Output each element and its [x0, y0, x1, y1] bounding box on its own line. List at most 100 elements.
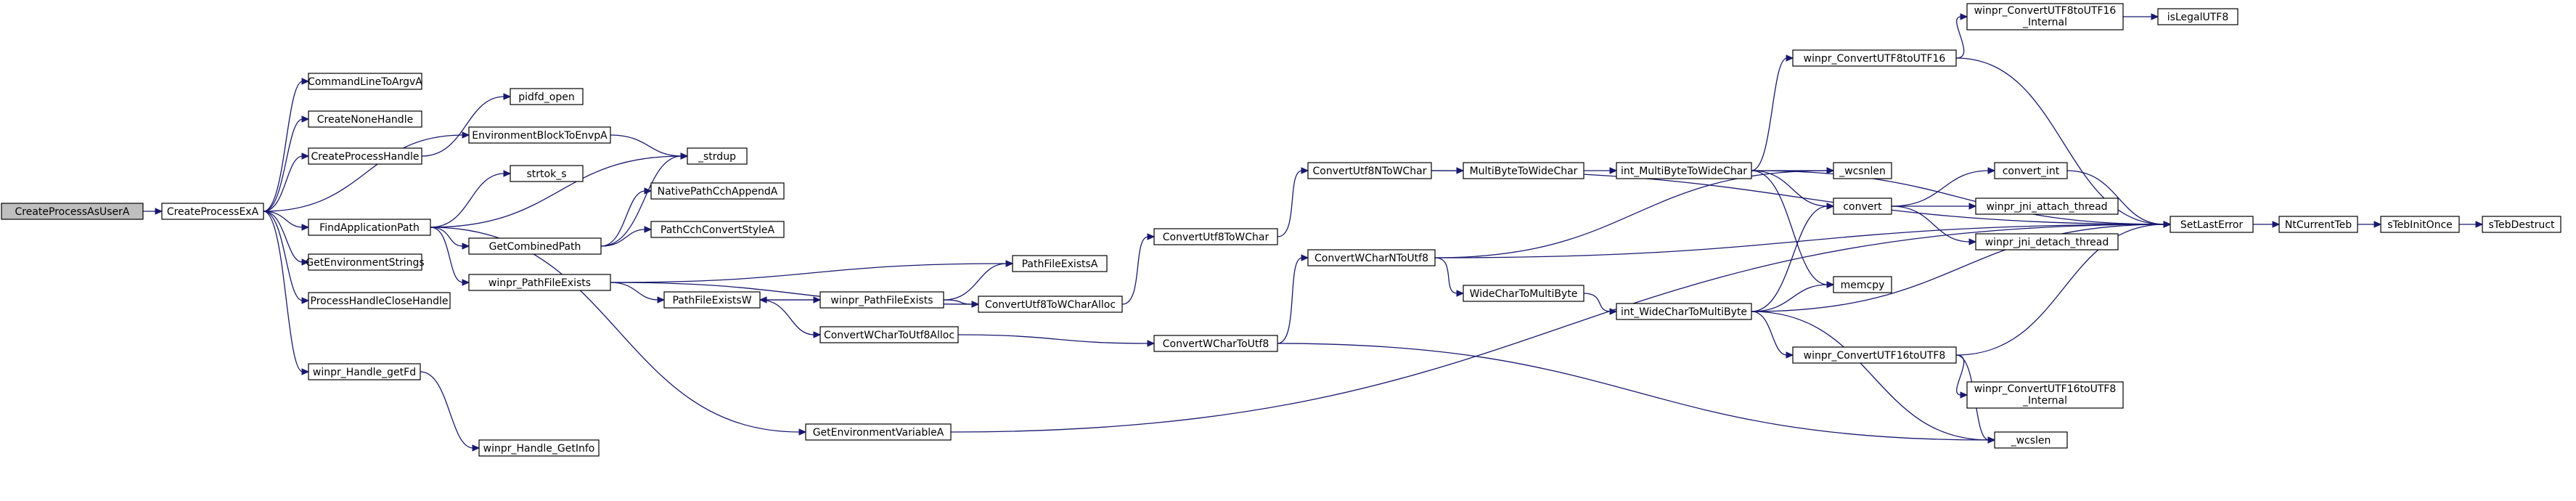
- node-box: [650, 182, 785, 200]
- node-box: [2482, 216, 2561, 233]
- edge: [950, 221, 2172, 433]
- node-label: convert_int: [2003, 166, 2060, 177]
- node-commandlinetoargva[interactable]: CommandLineToArgvA: [308, 73, 422, 90]
- node-strtok-s[interactable]: strtok_s: [510, 165, 584, 182]
- node-box: [1153, 228, 1278, 245]
- node-convert[interactable]: convert: [1833, 197, 1892, 215]
- node-pathfileexistsw[interactable]: PathFileExistsW: [663, 291, 761, 309]
- node-box: [161, 203, 264, 220]
- node-pathcchconvertstylea[interactable]: PathCchConvertStyleA: [650, 221, 785, 238]
- node-setlasterror[interactable]: SetLastError: [2170, 216, 2254, 233]
- node-label: winpr_Handle_getFd: [313, 367, 416, 378]
- edge: [1277, 254, 1309, 344]
- node-createprocessasusera[interactable]: CreateProcessAsUserA: [1, 203, 144, 220]
- node-multibytetowidechar[interactable]: MultiByteToWideChar: [1463, 162, 1585, 179]
- node-widechartomultibyte[interactable]: WideCharToMultiByte: [1463, 285, 1585, 302]
- node-box: [510, 165, 584, 182]
- node-ntcurrentteb[interactable]: NtCurrentTeb: [2278, 216, 2358, 233]
- node-int-multibytetowidechar[interactable]: int_MultiByteToWideChar: [1616, 162, 1752, 179]
- node-label: convert: [1843, 201, 1882, 213]
- node-getenvironmentstrings[interactable]: GetEnvironmentStrings: [306, 253, 425, 271]
- node-box: [1966, 381, 2124, 409]
- node-convertutf8ntowchar[interactable]: ConvertUtf8NToWChar: [1307, 162, 1432, 179]
- node-strdup[interactable]: _strdup: [687, 147, 748, 165]
- node-label: winpr_jni_attach_thread: [1986, 201, 2107, 213]
- node-memcpy[interactable]: memcpy: [1833, 276, 1892, 293]
- edge: [610, 134, 689, 160]
- node-int-widechartomultibyte[interactable]: int_WideCharToMultiByte: [1616, 303, 1752, 320]
- node-convertutf8towcharalloc[interactable]: ConvertUtf8ToWCharAlloc: [978, 296, 1123, 313]
- node-convert-int[interactable]: convert_int: [1994, 162, 2068, 179]
- node-winpr-convertutf16toutf8[interactable]: winpr_ConvertUTF16toUTF8: [1792, 346, 1957, 364]
- edge: [943, 299, 980, 308]
- node-label: CreateNoneHandle: [317, 114, 413, 126]
- edge: [1584, 167, 1618, 174]
- node-label: memcpy: [1841, 280, 1885, 291]
- edge: [1121, 233, 1156, 305]
- node-label: PathFileExistsA: [1022, 258, 1098, 270]
- edge: [2123, 13, 2159, 20]
- node-label: ConvertWCharToUtf8Alloc: [824, 330, 954, 341]
- node-convertwcharntoutf8[interactable]: ConvertWCharNToUtf8: [1307, 249, 1436, 266]
- node-islegalutf8[interactable]: isLegalUTF8: [2157, 8, 2238, 25]
- node-findapplicationpath[interactable]: FindApplicationPath: [308, 219, 431, 236]
- node-convertwchartoutf8[interactable]: ConvertWCharToUtf8: [1153, 335, 1278, 352]
- node-pidfd-open[interactable]: pidfd_open: [510, 88, 584, 105]
- node-box: [308, 363, 421, 380]
- node-wcslen[interactable]: _wcslen: [1994, 431, 2068, 449]
- node-label: GetCombinedPath: [489, 241, 581, 253]
- node-label: FindApplicationPath: [319, 222, 420, 234]
- node-box: [1833, 197, 1892, 215]
- node-box: [1833, 276, 1892, 293]
- node-box: [1833, 162, 1892, 179]
- edge: [1751, 170, 1835, 288]
- node-box: [978, 296, 1123, 313]
- node-createprocesshandle[interactable]: CreateProcessHandle: [308, 147, 422, 165]
- node-winpr-pathfileexists[interactable]: winpr_PathFileExists: [468, 274, 611, 291]
- edge: [430, 227, 807, 436]
- edge: [263, 131, 470, 212]
- node-nativepathcchappenda[interactable]: NativePathCchAppendA: [650, 182, 785, 200]
- edge: [263, 211, 310, 231]
- edge: [1751, 203, 1835, 312]
- node-createnonehandle[interactable]: CreateNoneHandle: [308, 110, 422, 128]
- node-label: winpr_ConvertUTF8toUTF16: [1974, 5, 2117, 17]
- node-winpr-jni-detach-thread[interactable]: winpr_jni_detach_thread: [1975, 233, 2119, 250]
- node-winpr-convertutf8toutf16[interactable]: winpr_ConvertUTF8toUTF16: [1792, 49, 1957, 67]
- node-label: ConvertWCharNToUtf8: [1314, 253, 1428, 264]
- node-label: _wcslen: [2011, 435, 2051, 447]
- node-label: ConvertUtf8ToWCharAlloc: [985, 299, 1116, 311]
- node-winpr-handle-getinfo[interactable]: winpr_Handle_GetInfo: [478, 439, 600, 457]
- node-box: [1616, 162, 1752, 179]
- node-label: int_MultiByteToWideChar: [1621, 166, 1747, 177]
- node-wcsnlen[interactable]: _wcsnlen: [1833, 162, 1892, 179]
- node-stebdestruct[interactable]: sTebDestruct: [2482, 216, 2561, 233]
- node-winpr-jni-attach-thread[interactable]: winpr_jni_attach_thread: [1975, 197, 2119, 215]
- node-convertutf8towchar[interactable]: ConvertUtf8ToWChar: [1153, 228, 1278, 245]
- edge: [1751, 54, 1794, 171]
- node-label: MultiByteToWideChar: [1470, 166, 1578, 177]
- node-label: ProcessHandleCloseHandle: [311, 296, 449, 307]
- node-winpr-convertutf8toutf16-internal[interactable]: winpr_ConvertUTF8toUTF16_Internal: [1966, 3, 2124, 30]
- node-getenvironmentvariablea[interactable]: GetEnvironmentVariableA: [805, 423, 952, 441]
- node-label: EnvironmentBlockToEnvpA: [472, 130, 608, 142]
- node-processhandleclosehandle[interactable]: ProcessHandleCloseHandle: [308, 292, 451, 309]
- node-box: [663, 291, 761, 309]
- node-environmentblocktoenvpa[interactable]: EnvironmentBlockToEnvpA: [468, 126, 611, 144]
- node-box: [1994, 431, 2068, 449]
- node-winpr-handle-getfd[interactable]: winpr_Handle_getFd: [308, 363, 421, 380]
- node-box: [1966, 3, 2124, 30]
- node-box: [1463, 285, 1585, 302]
- node-stebinitonce[interactable]: sTebInitOnce: [2380, 216, 2460, 233]
- node-winpr-convertutf16toutf8-internal[interactable]: winpr_ConvertUTF16toUTF8_Internal: [1966, 381, 2124, 409]
- node-label: NtCurrentTeb: [2285, 219, 2352, 231]
- edge: [1583, 293, 1618, 315]
- node-getcombinedpath[interactable]: GetCombinedPath: [468, 237, 602, 255]
- node-box: [819, 291, 944, 309]
- node-winpr-pathfileexists[interactable]: winpr_PathFileExists: [819, 291, 944, 309]
- node-box: [308, 147, 422, 165]
- node-convertwchartoutf8alloc[interactable]: ConvertWCharToUtf8Alloc: [819, 326, 959, 343]
- node-label: winpr_ConvertUTF16toUTF8: [1974, 383, 2117, 395]
- node-createprocessexa[interactable]: CreateProcessExA: [161, 203, 264, 220]
- node-pathfileexistsa[interactable]: PathFileExistsA: [1012, 255, 1108, 272]
